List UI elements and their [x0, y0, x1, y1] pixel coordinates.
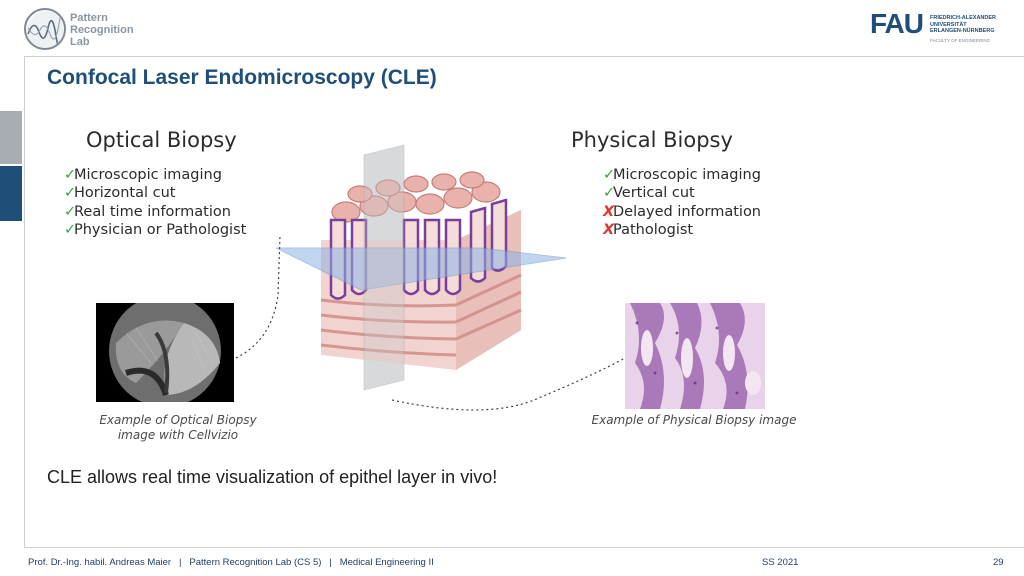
list-item: ✓Microscopic imaging — [603, 166, 761, 184]
lab-logo-line3: Lab — [70, 36, 90, 48]
pattern-recognition-lab-logo: Pattern Recognition Lab — [24, 8, 164, 54]
list-item: ✓Vertical cut — [603, 184, 761, 202]
list-item-text: Horizontal cut — [74, 185, 176, 202]
slide-frame-bottom — [24, 547, 1024, 548]
footer-credits: Prof. Dr.-Ing. habil. Andreas Maier | Pa… — [28, 557, 434, 568]
list-item: ✓Horizontal cut — [64, 184, 246, 202]
lab-logo-line1: Pattern — [70, 12, 108, 24]
fau-logo-line2: UNIVERSITÄT — [930, 21, 967, 28]
optical-biopsy-image — [96, 303, 234, 402]
physical-biopsy-image — [625, 303, 765, 409]
optical-biopsy-heading: Optical Biopsy — [86, 128, 237, 152]
check-icon: ✓ — [64, 221, 77, 238]
fau-logo-line1: FRIEDRICH-ALEXANDER — [930, 15, 996, 21]
physical-biopsy-caption: Example of Physical Biopsy image — [584, 413, 804, 428]
check-icon: ✓ — [603, 167, 616, 183]
physical-biopsy-list: ✓Microscopic imaging ✓Vertical cut XDela… — [603, 166, 761, 239]
cross-icon: X — [603, 221, 615, 238]
footer-term: SS 2021 — [762, 557, 799, 568]
page-number: 29 — [993, 557, 1004, 568]
optical-biopsy-list: ✓Microscopic imaging ✓Horizontal cut ✓Re… — [64, 166, 246, 239]
optical-biopsy-caption: Example of Optical Biopsy image with Cel… — [78, 413, 278, 443]
fau-logo-line3: ERLANGEN-NÜRNBERG — [930, 28, 995, 34]
caption-line: Example of Optical Biopsy — [99, 413, 257, 427]
tissue-block-illustration — [276, 144, 567, 391]
list-item-text: Real time information — [74, 203, 231, 220]
check-icon: ✓ — [64, 167, 77, 183]
list-item: XPathologist — [603, 221, 761, 239]
list-item-text: Microscopic imaging — [74, 167, 222, 183]
check-icon: ✓ — [64, 185, 77, 202]
fau-logo-mark: FAU — [870, 8, 924, 39]
lab-logo-emblem — [24, 8, 66, 50]
connector-lines — [235, 234, 626, 411]
list-item: ✓Microscopic imaging — [64, 166, 246, 184]
physical-biopsy-heading: Physical Biopsy — [571, 128, 733, 152]
slide-frame-left — [24, 56, 25, 548]
list-item: ✓Physician or Pathologist — [64, 221, 246, 239]
caption-line: image with Cellvizio — [117, 428, 239, 442]
list-item: ✓Real time information — [64, 203, 246, 221]
list-item-text: Pathologist — [613, 221, 694, 238]
list-item-text: Vertical cut — [613, 185, 695, 202]
side-tab-grey — [0, 111, 22, 164]
check-icon: ✓ — [64, 203, 77, 220]
slide-frame-top — [24, 56, 1024, 57]
cle-statement: CLE allows real time visualization of ep… — [47, 467, 498, 487]
fau-logo: FAU FRIEDRICH-ALEXANDER UNIVERSITÄT ERLA… — [868, 8, 1008, 48]
list-item-text: Delayed information — [613, 203, 762, 220]
lab-logo-line2: Recognition — [70, 24, 134, 36]
biopsy-comparison-figure: Optical Biopsy ✓Microscopic imaging ✓Hor… — [64, 100, 824, 450]
list-item-text: Microscopic imaging — [613, 167, 761, 183]
list-item: XDelayed information — [603, 203, 761, 221]
cross-icon: X — [603, 203, 615, 220]
check-icon: ✓ — [603, 185, 616, 202]
caption-line: Example of Physical Biopsy image — [591, 413, 797, 427]
fau-faculty: FACULTY OF ENGINEERING — [930, 38, 991, 43]
slide-title: Confocal Laser Endomicroscopy (CLE) — [47, 66, 437, 89]
list-item-text: Physician or Pathologist — [74, 221, 247, 238]
side-tab-navy — [0, 166, 22, 221]
